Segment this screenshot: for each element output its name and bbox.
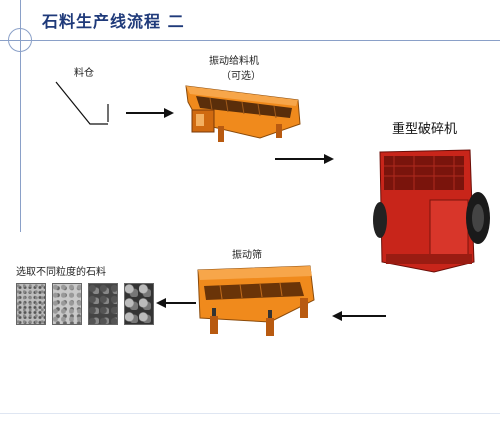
feeder-label: 振动给料机 <box>209 56 259 67</box>
screen-label: 振动筛 <box>232 250 262 261</box>
header-rule <box>0 40 500 41</box>
bottom-rule <box>0 413 500 414</box>
left-rule <box>20 0 21 232</box>
gravel-sample-medium <box>88 283 118 325</box>
gravel-sample-small <box>52 283 82 325</box>
products-label: 选取不同粒度的石料 <box>16 267 106 278</box>
gravel-sample-fine <box>16 283 46 325</box>
page-title: 石料生产线流程 二 <box>42 12 185 31</box>
hopper-label: 料仓 <box>74 68 94 79</box>
gravel-sample-large <box>124 283 154 325</box>
feeder-note: （可选） <box>221 71 261 82</box>
crusher-label: 重型破碎机 <box>392 122 458 137</box>
header-circle-ornament <box>8 28 32 52</box>
